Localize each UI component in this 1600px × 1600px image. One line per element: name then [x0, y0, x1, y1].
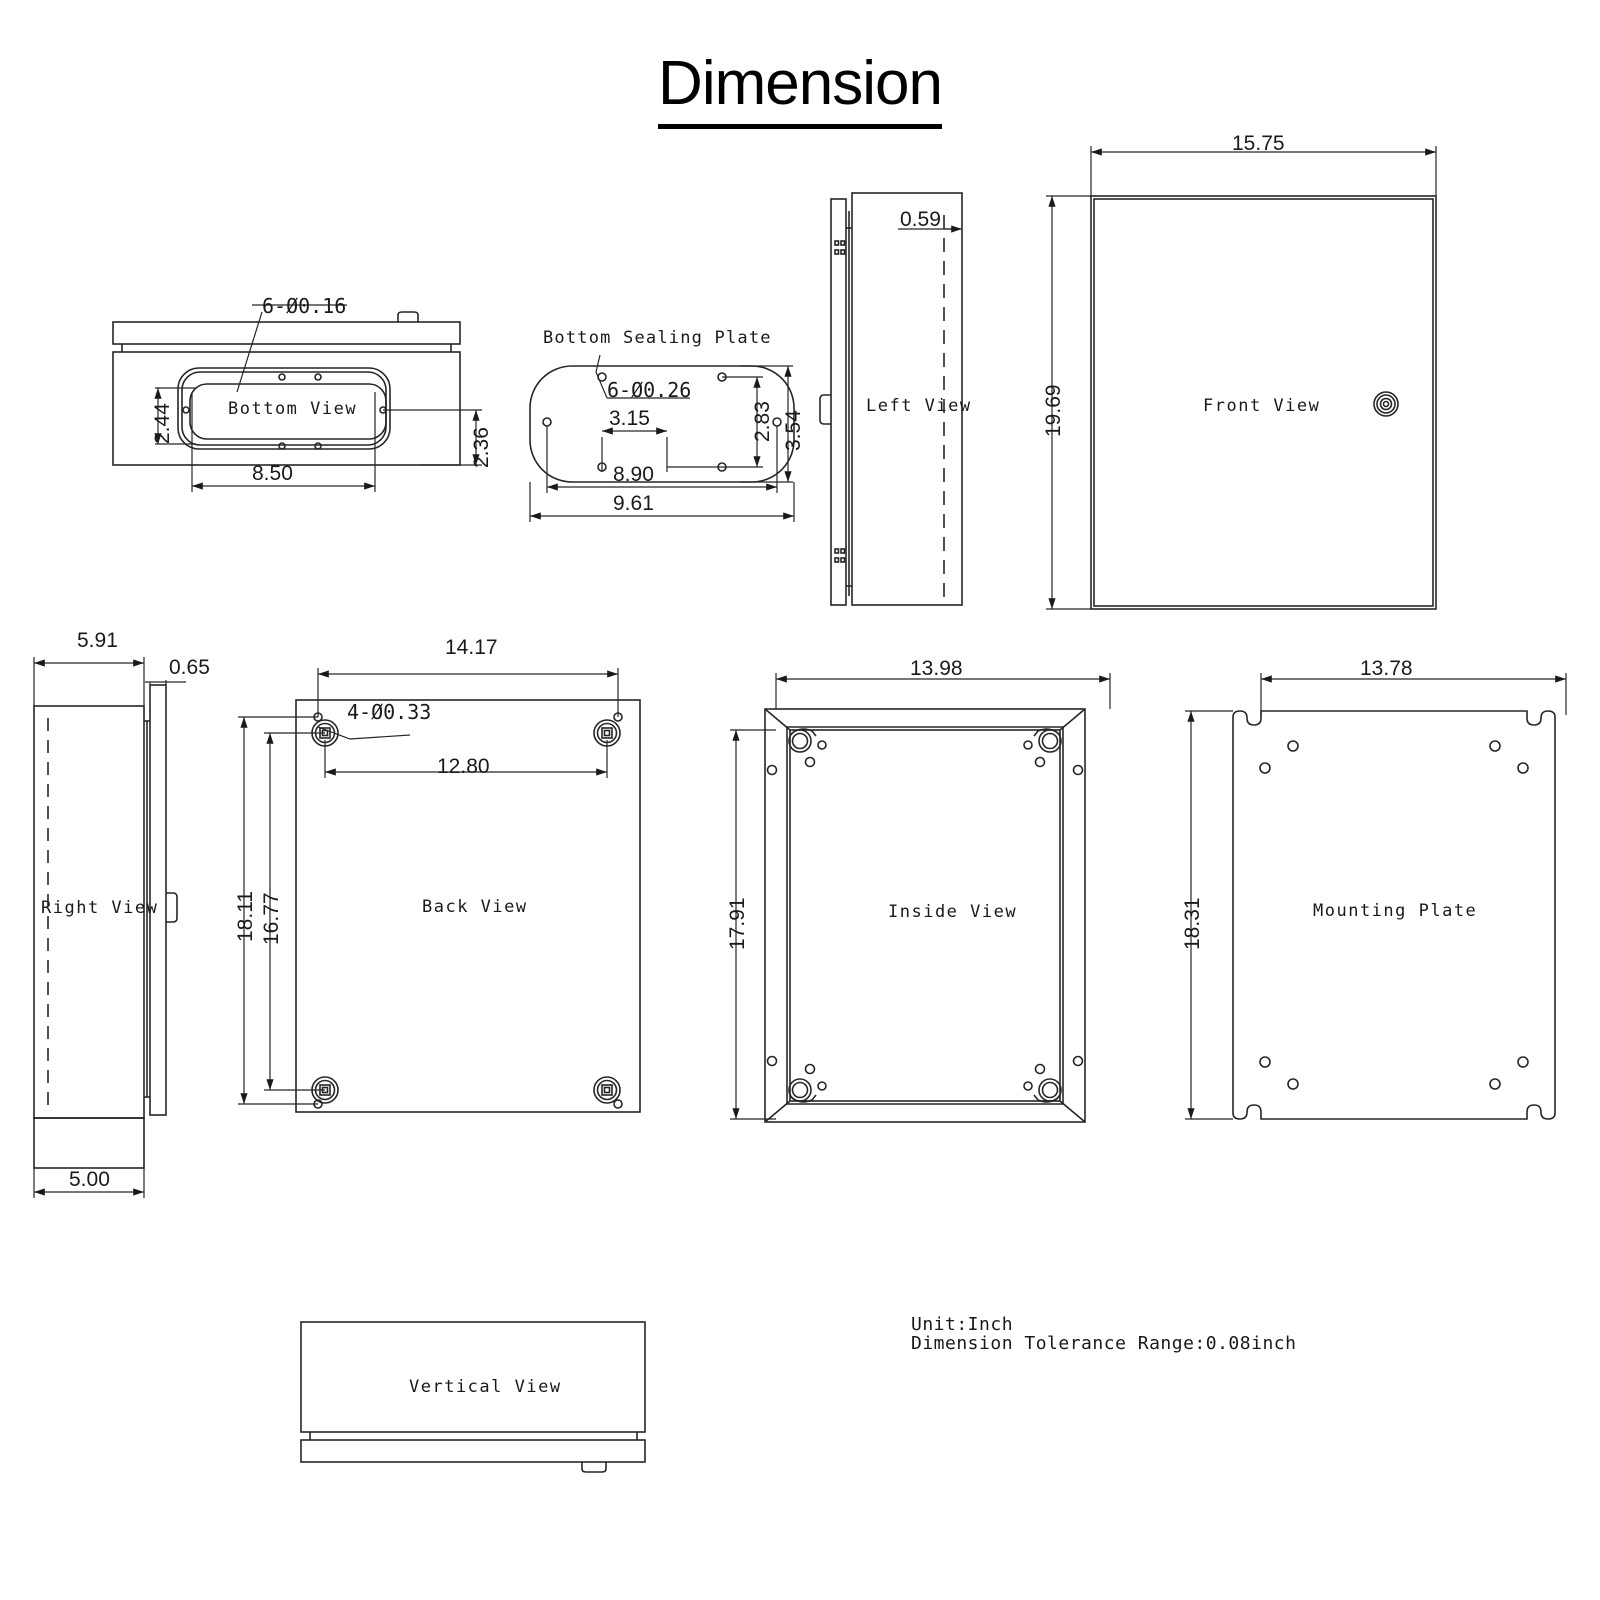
- vertical-view-geometry: [300, 1321, 646, 1473]
- mounting-plate-dimension-lines: [1185, 673, 1567, 1120]
- bottom-view-dimension-lines: [154, 304, 482, 492]
- front-view-label: Front View: [1203, 396, 1321, 416]
- bottom-sealing-plate-dim-outer-width: 9.61: [613, 492, 654, 515]
- inside-view-dim-width: 13.98: [910, 657, 963, 680]
- front-view-dim-width: 15.75: [1232, 132, 1285, 155]
- left-view-geometry: [819, 192, 963, 606]
- right-view-dim-door-thickness: 0.65: [169, 656, 210, 679]
- front-view-dim-height: 19.69: [1042, 384, 1065, 437]
- front-view-dimension-lines: [1046, 146, 1437, 610]
- mounting-plate-label: Mounting Plate: [1313, 901, 1478, 921]
- right-view-label: Right View: [41, 898, 159, 918]
- bottom-view-dim-depth: 2.36: [470, 427, 493, 468]
- right-view-dimension-lines: [33, 657, 186, 1198]
- left-view-dim-door: 0.59: [900, 208, 941, 231]
- inside-view-dimension-lines: [730, 673, 1111, 1120]
- back-view-label: Back View: [422, 897, 528, 917]
- tolerance-note: Dimension Tolerance Range:0.08inch: [911, 1333, 1297, 1354]
- vertical-view-label: Vertical View: [409, 1377, 562, 1397]
- inside-view-label: Inside View: [888, 902, 1018, 922]
- bottom-sealing-plate-geometry: [529, 365, 795, 483]
- inside-view-dim-height: 17.91: [726, 897, 749, 950]
- bottom-sealing-plate-dim-inner-width: 3.15: [609, 407, 650, 430]
- bottom-view-dim-height: 2.44: [151, 403, 174, 444]
- bottom-view-dim-width: 8.50: [252, 462, 293, 485]
- page-title-text: Dimension: [658, 49, 943, 129]
- mounting-plate-dim-height: 18.31: [1181, 897, 1204, 950]
- bottom-view-hole-callout: 6-Ø0.16: [262, 294, 347, 318]
- front-view-geometry: [1090, 195, 1437, 610]
- bottom-sealing-plate-hole-callout: 6-Ø0.26: [607, 378, 692, 402]
- unit-note: Unit:Inch: [911, 1314, 1014, 1335]
- right-view-dim-depth: 5.91: [77, 629, 118, 652]
- bottom-sealing-plate-dimension-lines: [529, 354, 795, 522]
- back-view-dim-hole-width: 12.80: [437, 755, 490, 778]
- back-view-dimension-lines: [238, 668, 619, 1105]
- back-view-dim-hole-height: 16.77: [260, 892, 283, 945]
- back-view-geometry: [295, 699, 641, 1113]
- back-view-dim-height: 18.11: [234, 891, 257, 942]
- left-view-label: Left View: [866, 396, 972, 416]
- bottom-sealing-plate-dim-hole-width: 8.90: [613, 463, 654, 486]
- mounting-plate-geometry: [1232, 710, 1556, 1120]
- page-title: Dimension: [0, 48, 1600, 129]
- back-view-dim-width: 14.17: [445, 636, 498, 659]
- back-view-hole-callout: 4-Ø0.33: [347, 700, 432, 724]
- right-view-geometry: [33, 684, 178, 1169]
- front-view-lock-icon: [1373, 391, 1399, 417]
- bottom-view-label: Bottom View: [228, 399, 358, 419]
- bottom-sealing-plate-dim-inner-height: 2.83: [751, 401, 774, 442]
- bottom-view-geometry: [112, 311, 461, 466]
- bottom-sealing-plate-dim-outer-height: 3.54: [782, 410, 805, 451]
- mounting-plate-dim-width: 13.78: [1360, 657, 1413, 680]
- bottom-sealing-plate-label: Bottom Sealing Plate: [543, 328, 772, 348]
- right-view-dim-body-depth: 5.00: [69, 1168, 110, 1191]
